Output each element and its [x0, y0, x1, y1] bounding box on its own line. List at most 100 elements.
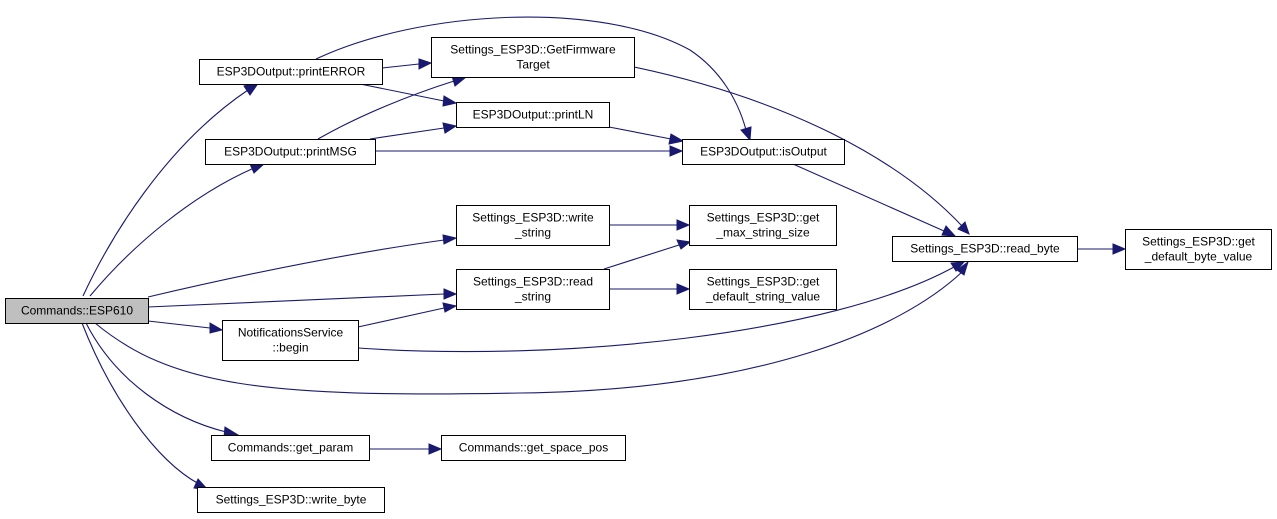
call-edge-getFirmwareTarget-to-readByte	[633, 66, 970, 235]
call-graph-nodes: Commands::ESP610 ESP3DOutput::printERRORE…	[5, 37, 1272, 513]
call-edge-notifBegin-to-readString	[357, 302, 458, 328]
node-label: Settings_ESP3D::get	[707, 211, 820, 225]
edge-line	[603, 244, 680, 270]
edge-arrowhead	[669, 145, 684, 157]
call-edge-getParam-to-getSpacePos	[369, 443, 443, 455]
edge-arrowhead	[740, 126, 752, 142]
edge-line	[147, 293, 445, 308]
edge-arrowhead	[676, 283, 691, 295]
node-readByte[interactable]: Settings_ESP3D::read_byte	[892, 236, 1078, 262]
node-getMaxStringSize[interactable]: Settings_ESP3D::get_max_string_size	[689, 205, 837, 246]
edge-line	[608, 126, 672, 140]
node-box[interactable]	[682, 139, 845, 165]
edge-arrowhead	[676, 239, 692, 250]
node-getDefaultStringValue[interactable]: Settings_ESP3D::get_default_string_value	[689, 269, 837, 310]
node-box[interactable]	[441, 435, 626, 461]
edge-line	[381, 63, 420, 69]
node-label: _max_string_size	[715, 226, 810, 240]
node-label: Settings_ESP3D::read	[473, 275, 593, 289]
call-edge-esp610-to-readString	[147, 288, 458, 308]
edge-line	[315, 16, 747, 131]
node-box[interactable]	[199, 59, 383, 85]
edge-arrowhead	[442, 234, 458, 245]
call-edge-notifBegin-to-readByte	[357, 261, 966, 353]
edge-line	[82, 89, 249, 297]
call-edge-printMsg-to-getFirmwareTarget	[317, 75, 468, 140]
node-label: ESP3DOutput::printMSG	[224, 145, 357, 159]
node-getParam[interactable]: Commands::get_param	[211, 435, 370, 461]
node-writeByte[interactable]: Settings_ESP3D::write_byte	[197, 487, 385, 513]
node-printError[interactable]: ESP3DOutput::printERROR	[199, 59, 383, 85]
call-edge-esp610-to-notifBegin	[147, 320, 224, 334]
node-box[interactable]	[222, 320, 359, 361]
edge-arrowhead	[1112, 243, 1127, 255]
edge-arrowhead	[428, 443, 443, 455]
edge-arrowhead	[950, 261, 966, 272]
edge-arrowhead	[418, 58, 433, 70]
edge-arrowhead	[442, 302, 458, 313]
node-label: ESP3DOutput::printLN	[473, 108, 594, 122]
node-box[interactable]	[689, 269, 837, 310]
node-label: _string	[514, 226, 551, 240]
edge-arrowhead	[941, 225, 957, 237]
edge-line	[85, 322, 227, 433]
node-label: Settings_ESP3D::get	[1142, 235, 1255, 249]
node-label: Settings_ESP3D::read_byte	[910, 242, 1060, 256]
node-box[interactable]	[205, 139, 376, 165]
node-label: ESP3DOutput::isOutput	[700, 145, 827, 159]
edge-arrowhead	[956, 260, 969, 276]
node-box[interactable]	[197, 487, 385, 513]
node-label: _default_byte_value	[1144, 250, 1253, 264]
node-writeString[interactable]: Settings_ESP3D::write_string	[456, 205, 610, 246]
node-label: Settings_ESP3D::get	[707, 275, 820, 289]
node-printMsg[interactable]: ESP3DOutput::printMSG	[205, 139, 376, 165]
edge-line	[317, 80, 455, 140]
edge-line	[359, 83, 445, 102]
edge-arrowhead	[668, 133, 685, 145]
node-box[interactable]	[1125, 229, 1272, 270]
node-label: ESP3DOutput::printERROR	[217, 65, 366, 79]
call-edge-esp610-to-writeString	[147, 234, 458, 298]
node-printLn[interactable]: ESP3DOutput::printLN	[456, 102, 610, 128]
node-getDefaultByteValue[interactable]: Settings_ESP3D::get_default_byte_value	[1125, 229, 1272, 270]
edge-arrowhead	[676, 219, 691, 231]
edge-line	[633, 66, 963, 227]
node-label: _string	[514, 290, 551, 304]
node-label: _default_string_value	[705, 290, 820, 304]
edge-line	[369, 127, 445, 140]
node-box[interactable]	[456, 205, 610, 246]
node-esp610[interactable]: Commands::ESP610	[5, 298, 149, 324]
call-edge-printError-to-getFirmwareTarget	[381, 58, 433, 70]
edge-arrowhead	[442, 122, 458, 134]
node-label: Target	[516, 58, 550, 72]
node-box[interactable]	[456, 269, 610, 310]
node-notifBegin[interactable]: NotificationsService::begin	[222, 320, 359, 361]
node-readString[interactable]: Settings_ESP3D::read_string	[456, 269, 610, 310]
call-edge-printError-to-isOutput	[315, 16, 752, 142]
node-label: Settings_ESP3D::write_byte	[216, 493, 367, 507]
node-box[interactable]	[211, 435, 370, 461]
node-box[interactable]	[431, 37, 635, 78]
edge-arrowhead	[442, 95, 458, 107]
edge-line	[357, 266, 955, 353]
call-edge-printLn-to-isOutput	[608, 126, 685, 145]
node-box[interactable]	[689, 205, 837, 246]
call-edge-isOutput-to-readByte	[792, 163, 957, 237]
node-isOutput[interactable]: ESP3DOutput::isOutput	[682, 139, 845, 165]
call-edge-esp610-to-printError	[82, 81, 261, 297]
node-label: ::begin	[272, 341, 308, 355]
call-graph-edges	[81, 16, 1127, 491]
edge-arrowhead	[957, 221, 970, 235]
node-box[interactable]	[892, 236, 1078, 262]
edge-line	[792, 163, 945, 232]
call-edge-readString-to-getMaxStringSize	[603, 239, 692, 270]
edge-line	[94, 271, 963, 395]
node-box[interactable]	[5, 298, 149, 324]
edge-line	[147, 320, 211, 329]
node-box[interactable]	[456, 102, 610, 128]
node-getSpacePos[interactable]: Commands::get_space_pos	[441, 435, 626, 461]
edge-line	[357, 307, 445, 328]
call-edge-readString-to-getDefaultStringValue	[609, 283, 691, 295]
